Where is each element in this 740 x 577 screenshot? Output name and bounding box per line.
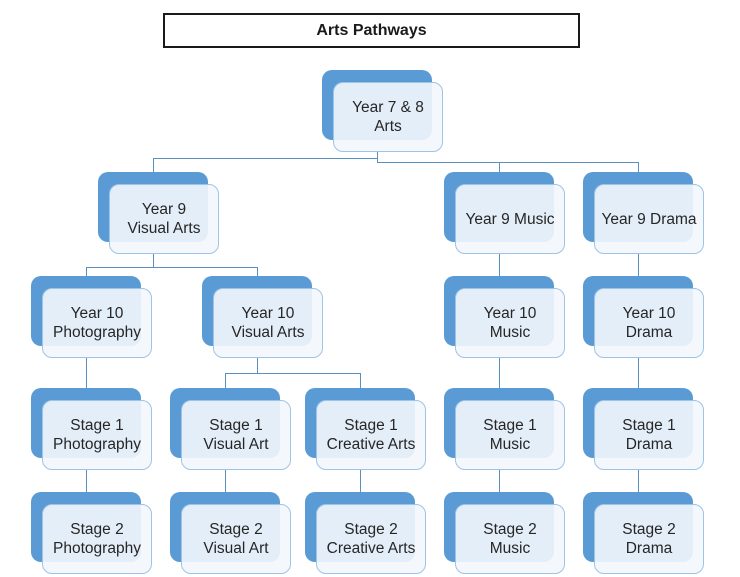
connector-rail-level1-right bbox=[377, 162, 639, 163]
node-card: Stage 2 Drama bbox=[594, 504, 704, 574]
connector-y9va-stem bbox=[153, 254, 154, 267]
node-card: Year 9 Drama bbox=[594, 184, 704, 254]
node-card: Stage 1 Photography bbox=[42, 400, 152, 470]
node-stage-1-music: Stage 1 Music bbox=[444, 388, 565, 470]
node-card: Stage 2 Music bbox=[455, 504, 565, 574]
node-card: Stage 1 Drama bbox=[594, 400, 704, 470]
connector-into-y10-visual-arts bbox=[257, 267, 258, 279]
node-stage-2-creative-arts: Stage 2 Creative Arts bbox=[305, 492, 426, 574]
node-card: Year 9 Visual Arts bbox=[109, 184, 219, 254]
node-label: Stage 2 Drama bbox=[622, 521, 676, 557]
connector-into-s1-creative-arts bbox=[360, 373, 361, 390]
node-label: Stage 2 Visual Art bbox=[203, 521, 269, 557]
connector-y10photo-to-s1photo bbox=[86, 358, 87, 390]
node-card: Year 7 & 8 Arts bbox=[333, 82, 443, 152]
connector-y9drama-to-y10drama bbox=[638, 254, 639, 279]
node-card: Year 10 Music bbox=[455, 288, 565, 358]
node-label: Stage 2 Music bbox=[483, 521, 537, 557]
node-label: Stage 2 Creative Arts bbox=[326, 521, 416, 557]
connector-into-y9-drama bbox=[638, 162, 639, 176]
node-card: Year 10 Drama bbox=[594, 288, 704, 358]
connector-s1ca-to-s2ca bbox=[360, 470, 361, 494]
connector-rail-y9va-children bbox=[86, 267, 258, 268]
node-stage-2-music: Stage 2 Music bbox=[444, 492, 565, 574]
connector-y9music-to-y10music bbox=[499, 254, 500, 279]
connector-s1drama-to-s2drama bbox=[638, 470, 639, 494]
connector-rail-level1-left bbox=[153, 158, 378, 159]
node-year-10-photography: Year 10 Photography bbox=[31, 276, 152, 358]
node-year-10-visual-arts: Year 10 Visual Arts bbox=[202, 276, 323, 358]
node-year-9-visual-arts: Year 9 Visual Arts bbox=[98, 172, 219, 254]
node-year-7-8-arts: Year 7 & 8 Arts bbox=[322, 70, 443, 152]
node-year-9-drama: Year 9 Drama bbox=[583, 172, 704, 254]
connector-into-y10-photography bbox=[86, 267, 87, 279]
node-card: Stage 1 Music bbox=[455, 400, 565, 470]
node-stage-2-photography: Stage 2 Photography bbox=[31, 492, 152, 574]
node-year-9-music: Year 9 Music bbox=[444, 172, 565, 254]
diagram-title-box: Arts Pathways bbox=[163, 13, 580, 48]
node-label: Year 9 Music bbox=[465, 210, 555, 228]
node-stage-1-creative-arts: Stage 1 Creative Arts bbox=[305, 388, 426, 470]
node-card: Stage 2 Photography bbox=[42, 504, 152, 574]
connector-root-stem bbox=[377, 152, 378, 163]
node-label: Year 9 Visual Arts bbox=[127, 201, 201, 237]
node-label: Stage 2 Photography bbox=[53, 521, 141, 557]
node-card: Stage 2 Visual Art bbox=[181, 504, 291, 574]
node-label: Year 10 Photography bbox=[53, 305, 141, 341]
node-label: Stage 1 Creative Arts bbox=[326, 417, 416, 453]
node-year-10-music: Year 10 Music bbox=[444, 276, 565, 358]
node-label: Year 7 & 8 Arts bbox=[352, 99, 424, 135]
node-label: Year 10 Visual Arts bbox=[231, 305, 305, 341]
node-card: Stage 1 Creative Arts bbox=[316, 400, 426, 470]
node-card: Stage 2 Creative Arts bbox=[316, 504, 426, 574]
node-stage-2-drama: Stage 2 Drama bbox=[583, 492, 704, 574]
connector-s1photo-to-s2photo bbox=[86, 470, 87, 494]
node-label: Stage 1 Photography bbox=[53, 417, 141, 453]
connector-s1va-to-s2va bbox=[225, 470, 226, 494]
connector-into-y9-visual-arts bbox=[153, 158, 154, 175]
connector-y10music-to-s1music bbox=[499, 358, 500, 390]
node-label: Stage 1 Visual Art bbox=[203, 417, 269, 453]
connector-y10va-stem bbox=[257, 358, 258, 373]
node-stage-2-visual-art: Stage 2 Visual Art bbox=[170, 492, 291, 574]
node-label: Year 10 Drama bbox=[622, 305, 676, 341]
connector-y10drama-to-s1drama bbox=[638, 358, 639, 390]
node-card: Stage 1 Visual Art bbox=[181, 400, 291, 470]
node-label: Year 10 Music bbox=[483, 305, 537, 341]
node-label: Stage 1 Music bbox=[483, 417, 537, 453]
node-card: Year 10 Visual Arts bbox=[213, 288, 323, 358]
node-label: Year 9 Drama bbox=[601, 210, 697, 228]
node-label: Stage 1 Drama bbox=[622, 417, 676, 453]
node-year-10-drama: Year 10 Drama bbox=[583, 276, 704, 358]
connector-into-s1-visual-art bbox=[225, 373, 226, 390]
node-card: Year 9 Music bbox=[455, 184, 565, 254]
node-stage-1-visual-art: Stage 1 Visual Art bbox=[170, 388, 291, 470]
connector-s1music-to-s2music bbox=[499, 470, 500, 494]
node-stage-1-drama: Stage 1 Drama bbox=[583, 388, 704, 470]
node-card: Year 10 Photography bbox=[42, 288, 152, 358]
diagram-title: Arts Pathways bbox=[316, 21, 427, 39]
node-stage-1-photography: Stage 1 Photography bbox=[31, 388, 152, 470]
connector-into-y9-music bbox=[499, 162, 500, 176]
connector-rail-y10va-children bbox=[225, 373, 361, 374]
